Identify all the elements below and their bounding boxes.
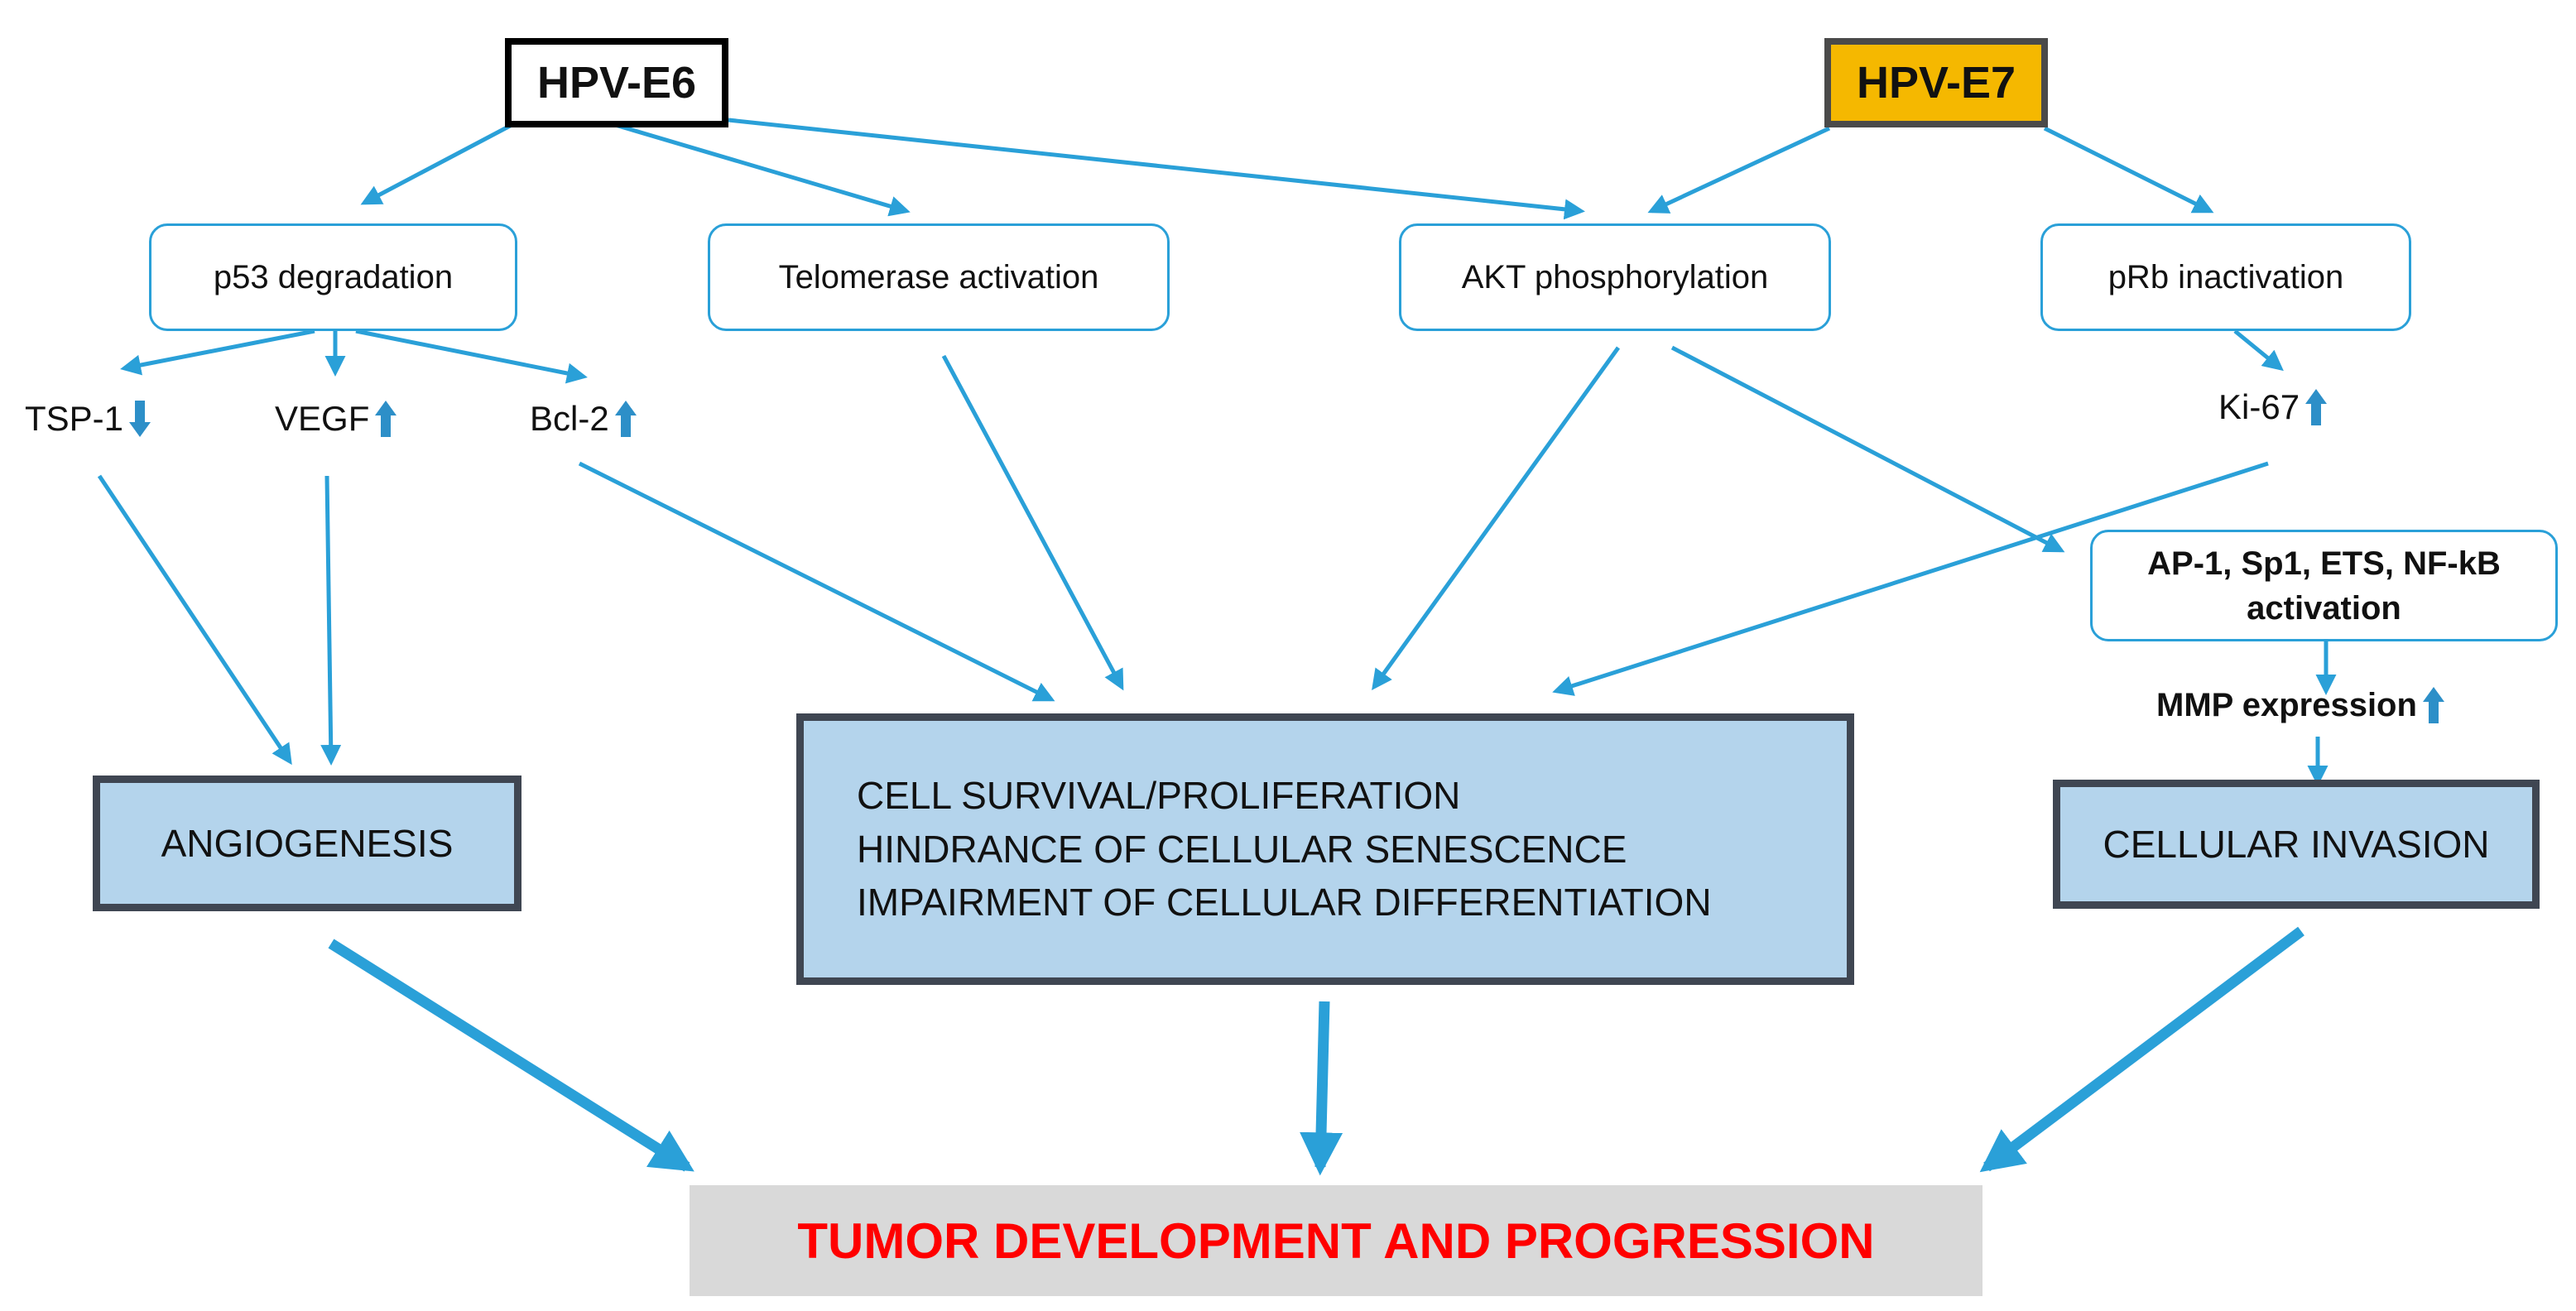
hpv-e7-node: HPV-E7 [1824,38,2048,127]
vegf-marker: VEGF [275,399,397,439]
arrow-ki67-center [1552,461,2269,696]
cell-survival-line3: IMPAIRMENT OF CELLULAR DIFFERENTIATION [857,881,1712,924]
arrow-e7-akt [1647,126,1831,214]
arrow-bcl2-center [578,461,1055,702]
hpv-e6-label: HPV-E6 [536,58,697,108]
tsp1-label: TSP-1 [25,399,124,438]
transcription-factors-node: AP-1, Sp1, ETS, NF-kB activation [2090,530,2558,641]
arrow-vegf-angiogenesis [320,475,342,766]
angiogenesis-box: ANGIOGENESIS [93,776,521,911]
arrow-e6-telomerase [612,122,911,217]
up-arrow-icon [375,401,397,437]
p53-degradation-label: p53 degradation [213,259,454,295]
arrow-angiogenesis-final [328,939,694,1172]
arrow-center-final [1300,1001,1343,1176]
prb-inactivation-label: pRb inactivation [2107,259,2344,295]
arrow-tsp1-angiogenesis [97,474,292,766]
hpv-e6-node: HPV-E6 [505,38,728,127]
up-arrow-icon [2305,389,2328,425]
mmp-marker: MMP expression [2156,685,2445,725]
transcription-factors-label-line2: activation [2247,589,2401,627]
arrow-e6-akt [728,118,1585,220]
telomerase-activation-label: Telomerase activation [778,259,1099,295]
arrow-p53-bcl2 [355,329,588,384]
transcription-factors-label-line1: AP-1, Sp1, ETS, NF-kB [2147,545,2501,582]
arrow-akt-ap1 [1670,345,2065,553]
cellular-invasion-box: CELLULAR INVASION [2053,780,2540,909]
p53-degradation-node: p53 degradation [149,223,517,331]
vegf-label: VEGF [275,399,370,438]
arrow-akt-center [1372,346,1621,691]
arrow-prb-ki67 [2233,329,2284,372]
tumor-development-label: TUMOR DEVELOPMENT AND PROGRESSION [797,1213,1875,1269]
akt-phosphorylation-node: AKT phosphorylation [1399,223,1831,331]
arrow-p53-tsp1 [120,329,315,376]
up-arrow-icon [614,401,637,437]
tsp1-marker: TSP-1 [25,399,151,439]
cell-survival-box: CELL SURVIVAL/PROLIFERATION HINDRANCE OF… [796,713,1854,985]
prb-inactivation-node: pRb inactivation [2040,223,2411,331]
ki67-marker: Ki-67 [2218,387,2328,427]
arrow-telomerase-center [941,354,1124,691]
bcl2-label: Bcl-2 [530,399,609,438]
up-arrow-icon [2422,687,2444,723]
arrow-invasion-final [1979,926,2304,1173]
angiogenesis-label: ANGIOGENESIS [161,822,454,865]
tumor-development-banner: TUMOR DEVELOPMENT AND PROGRESSION [690,1185,1982,1296]
cellular-invasion-label: CELLULAR INVASION [2103,823,2490,866]
bcl2-marker: Bcl-2 [530,399,637,439]
cell-survival-line2: HINDRANCE OF CELLULAR SENESCENCE [857,827,1627,871]
arrow-e7-prb [2043,126,2214,214]
cell-survival-line1: CELL SURVIVAL/PROLIFERATION [857,774,1461,818]
arrow-e6-p53 [360,122,515,205]
hpv-e7-label: HPV-E7 [1856,58,2016,108]
ki67-label: Ki-67 [2218,387,2300,426]
mmp-label: MMP expression [2156,686,2417,723]
telomerase-activation-node: Telomerase activation [708,223,1170,331]
akt-phosphorylation-label: AKT phosphorylation [1461,259,1769,295]
down-arrow-icon [129,401,151,437]
